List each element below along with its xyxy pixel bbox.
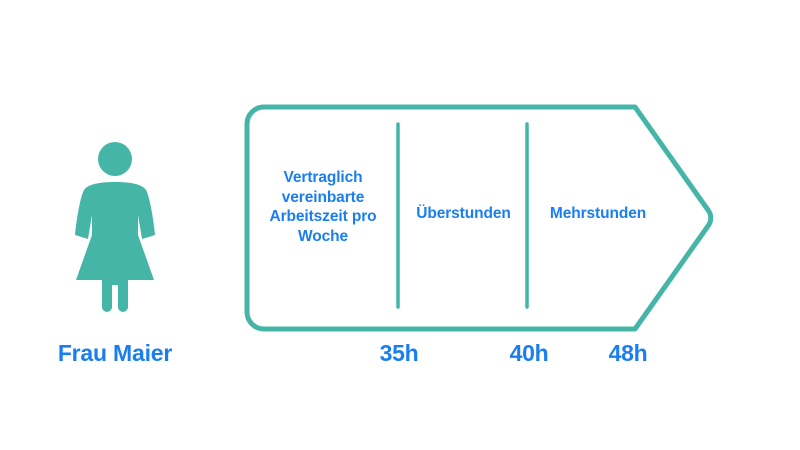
person-block: Frau Maier: [40, 135, 190, 375]
segment-label-mehrstunden: Mehrstunden: [549, 205, 647, 222]
tick-label-48h: 48h: [608, 340, 648, 366]
person-name-label: Frau Maier: [57, 340, 173, 366]
segment-label-contract: Vertraglich vereinbarte Arbeitszeit pro …: [269, 169, 377, 246]
segment-label-ueberstunden: Überstunden: [416, 205, 511, 222]
female-figure-icon: [40, 135, 190, 315]
tick-label-35h: 35h: [379, 340, 419, 366]
work-hours-band: [238, 98, 720, 338]
tick-label-40h: 40h: [509, 340, 549, 366]
band-outline: [244, 104, 714, 332]
